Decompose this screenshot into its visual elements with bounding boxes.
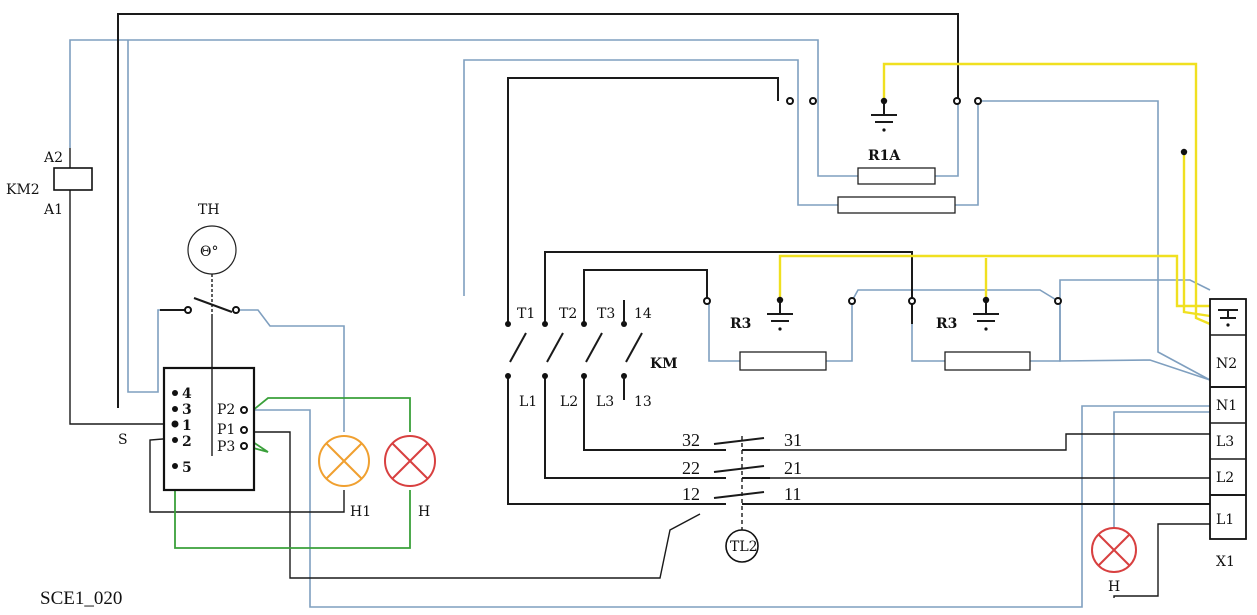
diagram-code: SCE1_020 (40, 588, 122, 609)
tl2-term-11: 11 (784, 484, 801, 504)
selector-pin-5: 5 (182, 460, 192, 476)
coil-a1-label: A1 (43, 202, 63, 218)
tl2-label: TL2 (730, 539, 758, 555)
earth-icon (871, 104, 897, 132)
x1-label: X1 (1216, 554, 1235, 570)
km-term-t3: T3 (597, 306, 615, 322)
km-term-t1: T1 (517, 306, 535, 322)
x1-term-l3: L3 (1216, 434, 1234, 450)
lamp-h1-label: H1 (350, 504, 371, 520)
lamp-h-right-label: H (1108, 579, 1120, 595)
lamp-h-right: H (1091, 527, 1137, 595)
lamp-h: H (384, 435, 436, 520)
selector-pin-1: 1 (182, 418, 192, 434)
x1-term-n2: N2 (1216, 356, 1237, 372)
selector-pin-2: 2 (182, 434, 192, 450)
coil-name-label: KM2 (6, 182, 40, 198)
selector-pin-4: 4 (182, 386, 192, 402)
selector-pin-3: 3 (182, 402, 192, 418)
resistor-r1a: R1A (786, 97, 1188, 214)
km-label: KM (650, 356, 678, 372)
selector-pin-p2: P2 (217, 402, 235, 418)
contactor-km: T1 T2 T3 14 KM L1 L2 L3 13 (505, 300, 678, 410)
earth-icon (1218, 309, 1238, 327)
r3-left-label: R3 (730, 316, 751, 332)
r3-right-label: R3 (936, 316, 957, 332)
yellow-wires (778, 62, 1211, 326)
resistor-r3-right: R3 (908, 296, 1062, 371)
selector-pin-p1: P1 (217, 422, 235, 438)
tl2-term-32: 32 (682, 430, 700, 450)
blue-wires (69, 39, 1211, 608)
thermostat-th: TH Θ° (160, 202, 240, 314)
breaker-tl2: TL2 32 22 12 31 21 11 (682, 430, 802, 563)
thermostat-symbol: Θ° (200, 244, 218, 260)
x1-term-n1: N1 (1216, 398, 1237, 414)
km-term-l2: L2 (560, 394, 578, 410)
selector-label: S (118, 432, 128, 448)
thermostat-label: TH (198, 202, 220, 218)
selector-pin-p3: P3 (217, 439, 235, 455)
resistor-r3-left: R3 (703, 296, 856, 371)
tl2-term-12: 12 (682, 484, 700, 504)
lamp-h1: H1 (318, 435, 371, 520)
x1-term-l2: L2 (1216, 470, 1234, 486)
terminal-block-x1: N2 N1 L3 L2 L1 X1 (1209, 298, 1247, 570)
km-term-l1: L1 (519, 394, 537, 410)
km2-coil: A2 KM2 A1 (6, 148, 93, 218)
tl2-term-22: 22 (682, 458, 700, 478)
earth-icon (767, 303, 793, 331)
km-term-13: 13 (634, 394, 652, 410)
black-wires (69, 13, 1210, 598)
lamp-h-label: H (418, 504, 430, 520)
km-term-l3: L3 (596, 394, 614, 410)
tl2-term-31: 31 (784, 430, 802, 450)
km-term-t2: T2 (559, 306, 577, 322)
selector-s: S 4 3 1 2 5 P2 P1 P3 (118, 366, 256, 492)
km-term-14: 14 (634, 306, 652, 322)
earth-icon (973, 303, 999, 331)
coil-a2-label: A2 (43, 150, 63, 166)
r1a-label: R1A (868, 148, 901, 164)
x1-term-l1: L1 (1216, 512, 1234, 528)
tl2-term-21: 21 (784, 458, 802, 478)
